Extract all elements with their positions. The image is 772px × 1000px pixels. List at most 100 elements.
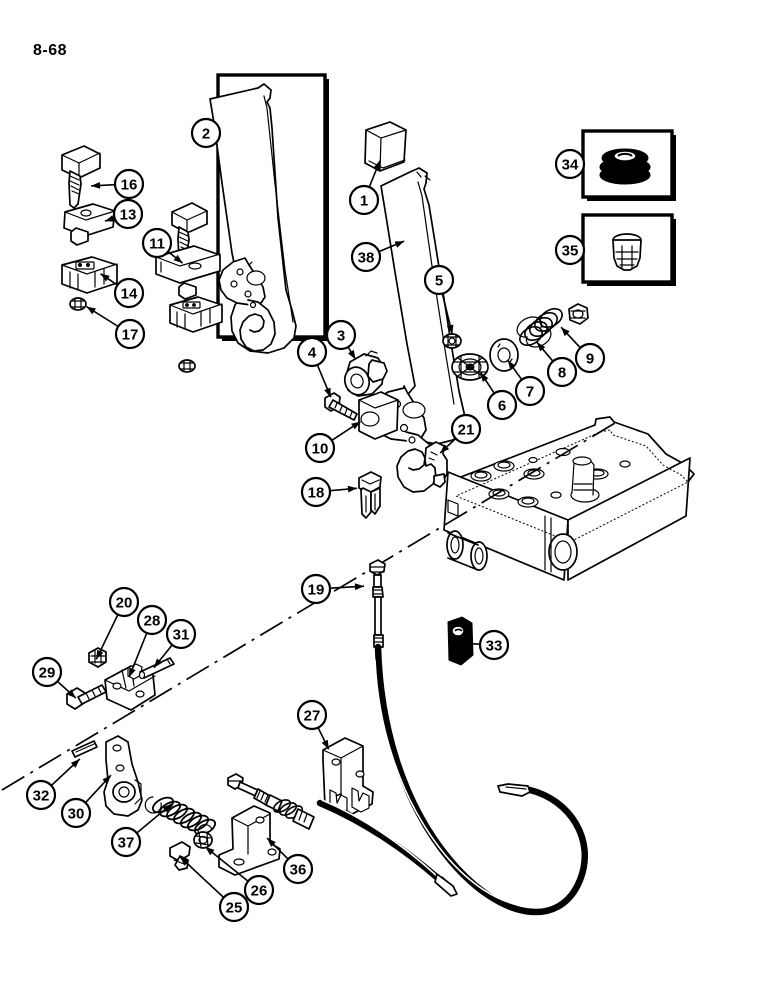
callout-circle[interactable] xyxy=(218,891,250,923)
callout-number: 20 xyxy=(116,595,133,612)
leader-arrowhead xyxy=(100,273,110,282)
callout-circle[interactable] xyxy=(113,168,145,200)
callout-circle[interactable] xyxy=(450,413,482,445)
callout-circle[interactable] xyxy=(113,277,145,309)
callout-1[interactable]: 1 xyxy=(348,160,381,216)
callout-7[interactable]: 7 xyxy=(507,359,546,407)
callout-number: 14 xyxy=(121,286,138,303)
leader-arrowhead xyxy=(205,846,215,856)
callout-37[interactable]: 37 xyxy=(110,803,173,858)
callout-circle[interactable] xyxy=(296,699,328,731)
callout-34[interactable]: 34 xyxy=(554,148,586,180)
inset-box-2 xyxy=(209,73,329,354)
callout-circle[interactable] xyxy=(304,432,336,464)
callout-19[interactable]: 19 xyxy=(300,573,365,605)
callout-25[interactable]: 25 xyxy=(179,856,250,923)
callout-4[interactable]: 4 xyxy=(296,336,332,398)
callout-35[interactable]: 35 xyxy=(554,234,586,266)
callout-5[interactable]: 5 xyxy=(423,264,455,335)
callout-11[interactable]: 11 xyxy=(141,227,184,264)
callout-13[interactable]: 13 xyxy=(104,198,144,230)
callout-26[interactable]: 26 xyxy=(204,846,275,906)
leader-arrowhead xyxy=(173,254,183,264)
leader-arrowhead xyxy=(480,372,489,382)
callout-circle[interactable] xyxy=(300,573,332,605)
callout-circle[interactable] xyxy=(165,618,197,650)
leader-arrowhead xyxy=(351,421,361,430)
callout-number: 30 xyxy=(68,806,85,823)
callout-circle[interactable] xyxy=(108,586,140,618)
callout-circle[interactable] xyxy=(25,779,57,811)
callout-circle[interactable] xyxy=(60,797,92,829)
callout-circle[interactable] xyxy=(300,476,332,508)
callout-circle[interactable] xyxy=(423,264,455,296)
callout-10[interactable]: 10 xyxy=(304,420,361,464)
callout-33[interactable]: 33 xyxy=(460,629,510,661)
callout-circle[interactable] xyxy=(110,826,142,858)
callout-38[interactable]: 38 xyxy=(350,240,405,273)
callout-3[interactable]: 3 xyxy=(325,319,357,360)
callout-18[interactable]: 18 xyxy=(300,476,358,508)
callout-number: 11 xyxy=(149,236,165,253)
callout-circle[interactable] xyxy=(141,227,173,259)
callout-number: 36 xyxy=(290,862,307,879)
leader-arrowhead xyxy=(461,640,471,648)
callout-circle[interactable] xyxy=(554,234,586,266)
callout-circle[interactable] xyxy=(574,342,606,374)
callout-number: 7 xyxy=(526,384,534,401)
leader-arrowhead xyxy=(324,387,331,398)
callout-36[interactable]: 36 xyxy=(266,837,314,885)
leader-arrowhead xyxy=(66,689,76,698)
section-centerline xyxy=(1,419,621,791)
callout-30[interactable]: 30 xyxy=(60,774,112,829)
leader-arrowhead xyxy=(446,324,454,335)
leader-arrowhead xyxy=(70,759,80,768)
callout-number: 19 xyxy=(308,582,325,599)
callout-circle[interactable] xyxy=(136,604,168,636)
callout-circle[interactable] xyxy=(243,874,275,906)
callout-number: 6 xyxy=(498,398,506,415)
callout-circle[interactable] xyxy=(296,336,328,368)
callout-32[interactable]: 32 xyxy=(25,758,81,811)
callout-14[interactable]: 14 xyxy=(100,273,145,309)
part-detent-wheel-6 xyxy=(451,353,489,381)
part-mounting-bracket-27 xyxy=(322,737,374,815)
callout-circle[interactable] xyxy=(190,117,222,149)
callout-circle[interactable] xyxy=(348,184,380,216)
housing-stud xyxy=(570,456,600,503)
callout-17[interactable]: 17 xyxy=(86,305,146,350)
callout-number: 31 xyxy=(173,627,190,644)
leader-arrowhead xyxy=(153,658,163,668)
callout-20[interactable]: 20 xyxy=(95,586,140,660)
callout-27[interactable]: 27 xyxy=(296,699,330,750)
callout-circle[interactable] xyxy=(350,241,382,273)
callout-29[interactable]: 29 xyxy=(31,656,77,699)
part-bellcrank-lever xyxy=(103,735,143,817)
callout-circle[interactable] xyxy=(554,148,586,180)
callout-16[interactable]: 16 xyxy=(90,168,145,200)
leader-arrowhead xyxy=(354,583,364,591)
callout-6[interactable]: 6 xyxy=(479,372,518,421)
leader-arrowhead xyxy=(507,360,516,370)
callout-number: 29 xyxy=(39,665,56,682)
callout-31[interactable]: 31 xyxy=(153,618,197,669)
callout-circle[interactable] xyxy=(486,389,518,421)
callout-circle[interactable] xyxy=(514,375,546,407)
callout-circle[interactable] xyxy=(546,356,578,388)
callout-circle[interactable] xyxy=(325,319,357,351)
callout-circle[interactable] xyxy=(114,318,146,350)
callout-9[interactable]: 9 xyxy=(560,326,606,374)
callout-8[interactable]: 8 xyxy=(536,341,578,388)
part-knob-screw-upper xyxy=(61,145,101,209)
callout-circle[interactable] xyxy=(31,656,63,688)
callout-21[interactable]: 21 xyxy=(439,413,482,454)
part-hex-bolt-29 xyxy=(66,684,107,710)
callout-28[interactable]: 28 xyxy=(128,604,168,678)
leader-line xyxy=(204,846,249,882)
callout-2[interactable]: 2 xyxy=(190,117,222,149)
callout-circle[interactable] xyxy=(282,853,314,885)
callout-circle[interactable] xyxy=(112,198,144,230)
callout-circle[interactable] xyxy=(478,629,510,661)
